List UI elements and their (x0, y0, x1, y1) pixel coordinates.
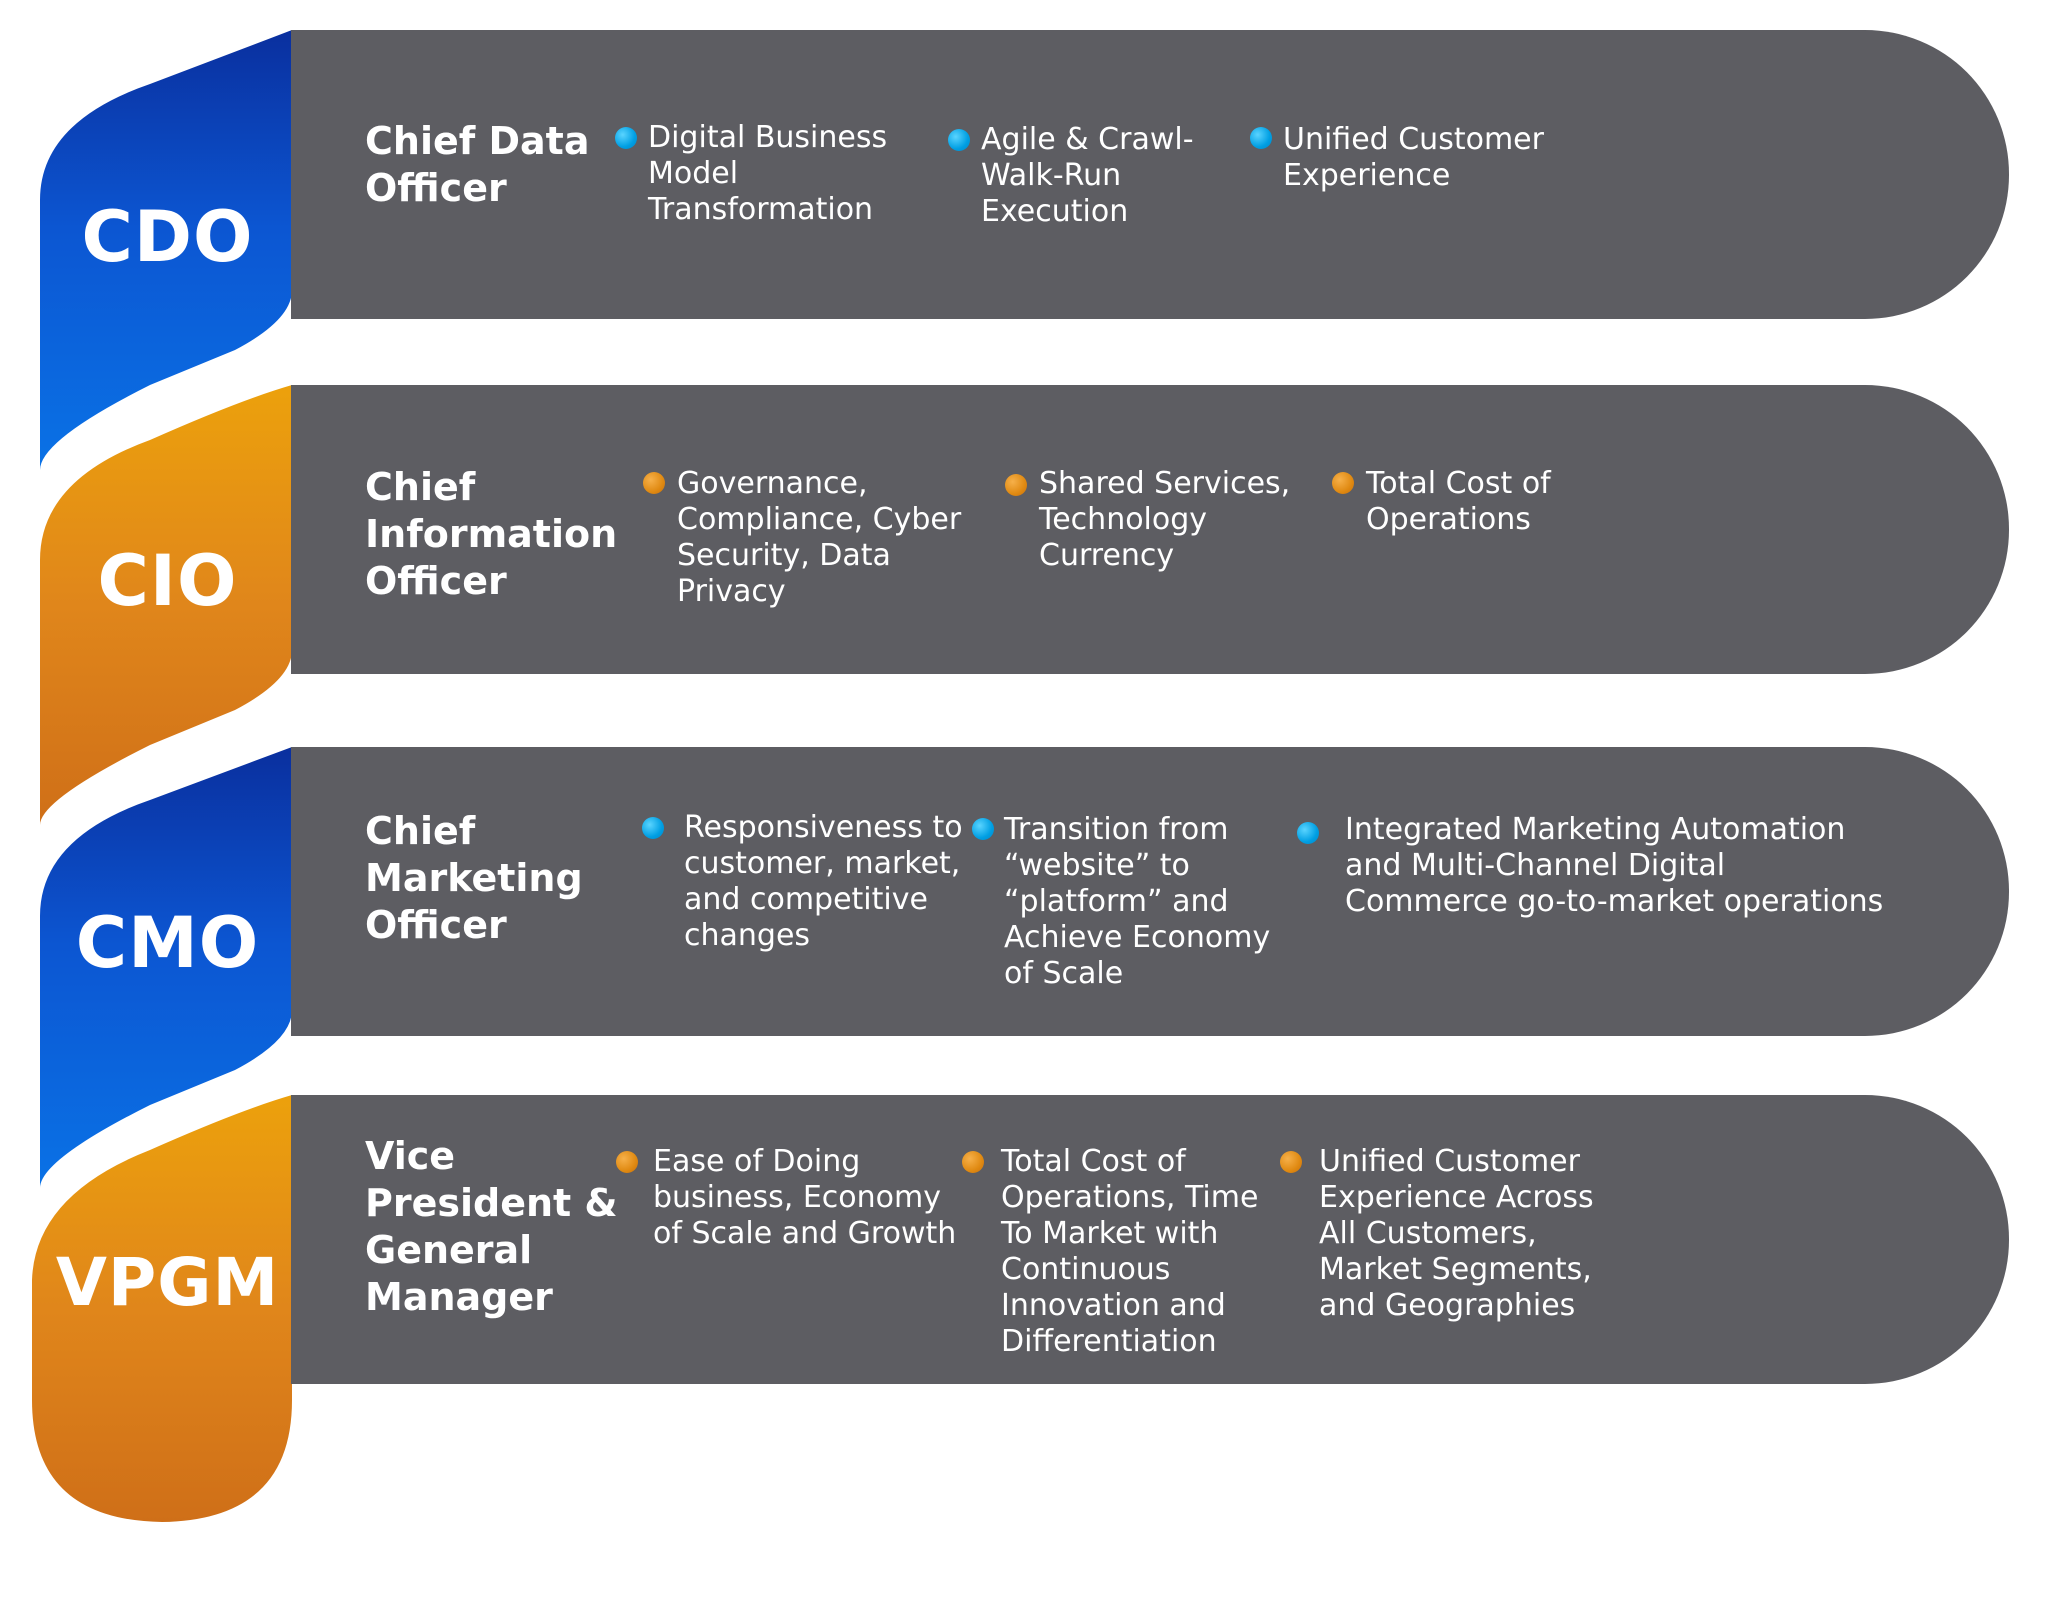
cdo-item-1: Digital Business Model Transformation (648, 120, 888, 227)
cio-role-title: Chief Information Officer (365, 465, 618, 603)
vpgm-label: VPGM (55, 1244, 280, 1321)
cmo-band (291, 747, 2009, 1036)
cmo-item-1: Responsiveness to customer, market, and … (684, 810, 963, 953)
cio-item-3: Total Cost of Operations (1366, 466, 1551, 537)
cio-band (291, 385, 2009, 674)
bullet-dot-icon (948, 129, 970, 151)
cdo-band (291, 30, 2009, 319)
vpgm-band (291, 1095, 2009, 1384)
vpgm-role-title: Vice President & General Manager (365, 1134, 618, 1319)
cio-item-1: Governance, Compliance, Cyber Security, … (677, 466, 962, 609)
cmo-item-2: Transition from “website” to “platform” … (1004, 812, 1271, 991)
cio-tab-shape (40, 385, 292, 825)
cio-label: CIO (97, 540, 238, 622)
cmo-role-title: Chief Marketing Officer (365, 809, 583, 947)
cmo-tab-shape (40, 747, 292, 1188)
bullet-dot-icon (1297, 822, 1319, 844)
cdo-item-2: Agile & Crawl-Walk-Run Execution (981, 122, 1194, 229)
bullet-dot-icon (642, 817, 664, 839)
vpgm-item-2: Total Cost of Operations, Time To Market… (1001, 1144, 1259, 1359)
bullet-dot-icon (615, 127, 637, 149)
bullet-dot-icon (962, 1151, 984, 1173)
vpgm-tab-shape (32, 1095, 292, 1522)
cio-item-2: Shared Services, Technology Currency (1039, 466, 1291, 573)
cdo-item-3: Unified Customer Experience (1283, 122, 1544, 193)
bullet-dot-icon (1280, 1151, 1302, 1173)
bullet-dot-icon (616, 1151, 638, 1173)
cdo-tab-shape (40, 30, 292, 470)
vpgm-item-1: Ease of Doing business, Economy of Scale… (653, 1144, 957, 1251)
bullet-dot-icon (1005, 474, 1027, 496)
cdo-label: CDO (81, 196, 254, 278)
bullet-dot-icon (1250, 127, 1272, 149)
cdo-role-title: Chief Data Officer (365, 119, 590, 210)
vpgm-item-3: Unified Customer Experience Across All C… (1319, 1144, 1594, 1323)
bullet-dot-icon (1332, 472, 1354, 494)
cmo-label: CMO (75, 902, 260, 984)
cmo-item-3: Integrated Marketing Automation and Mult… (1345, 812, 1884, 919)
bullet-dot-icon (972, 818, 994, 840)
bullet-dot-icon (643, 472, 665, 494)
